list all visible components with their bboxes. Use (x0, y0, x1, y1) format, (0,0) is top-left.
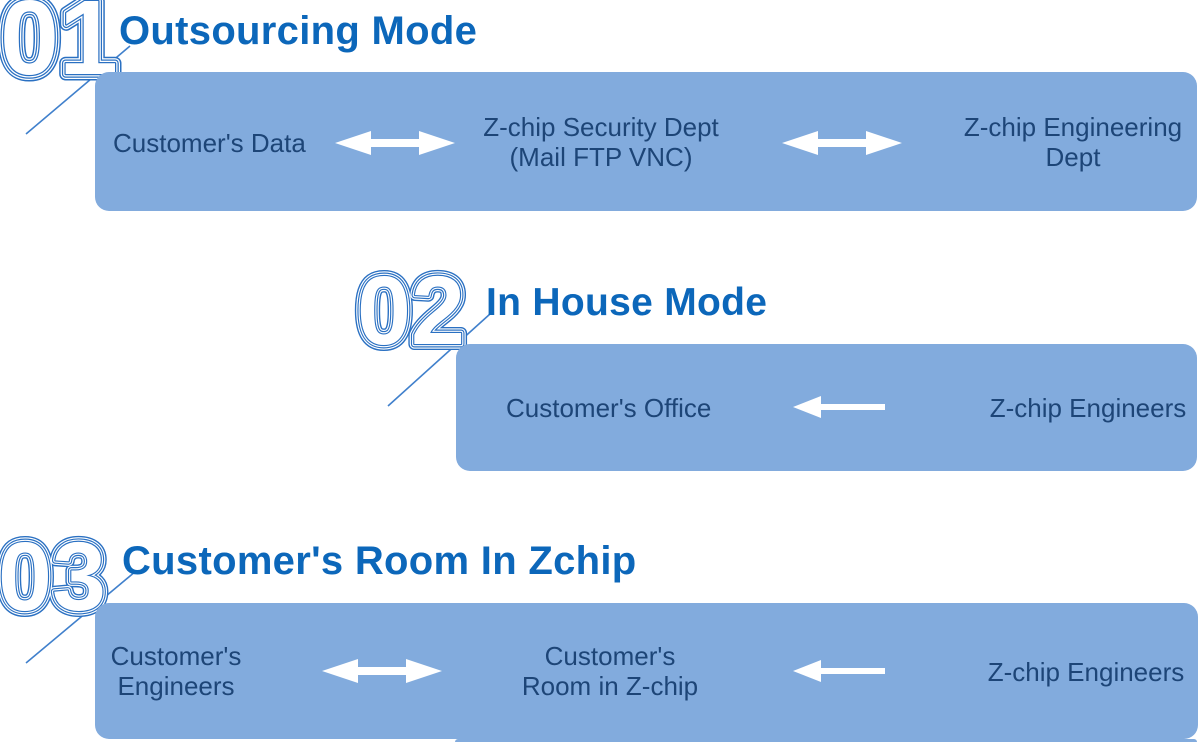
band-customers-room (95, 603, 1198, 739)
svg-text:03: 03 (0, 532, 106, 624)
section-03-striped-number: 03 03 03 03 03 03 (0, 532, 112, 624)
svg-text:03: 03 (0, 532, 106, 624)
node-customers-engineers: Customer's Engineers (110, 641, 242, 701)
left-arrow-icon (793, 396, 885, 418)
svg-text:03: 03 (0, 532, 106, 624)
connector-line-03 (25, 570, 137, 664)
section-02-title: In House Mode (486, 281, 768, 324)
partial-bottom-band (455, 739, 1197, 742)
left-arrow-icon (793, 660, 885, 682)
node-zchip-engineers: Z-chip Engineers (989, 393, 1187, 423)
node-zchip-engineers: Z-chip Engineers (987, 657, 1185, 687)
section-03-title: Customer's Room In Zchip (122, 539, 637, 583)
node-zchip-engineering-dept: Z-chip Engineering Dept (963, 112, 1183, 172)
double-arrow-icon (335, 131, 455, 155)
svg-text:03: 03 (0, 532, 106, 624)
connector-line-02 (387, 313, 491, 407)
svg-text:03: 03 (0, 532, 106, 624)
svg-text:02: 02 (357, 266, 465, 358)
section-01-title: Outsourcing Mode (119, 9, 478, 53)
svg-text:02: 02 (357, 266, 465, 358)
svg-text:02: 02 (357, 266, 465, 358)
connector-line-01 (25, 45, 131, 135)
node-customers-room-in-zchip: Customer's Room in Z-chip (521, 641, 699, 701)
double-arrow-icon (782, 131, 902, 155)
node-zchip-security-dept: Z-chip Security Dept (Mail FTP VNC) (483, 112, 719, 172)
svg-text:02: 02 (357, 266, 465, 358)
section-01-striped-number: 01 01 01 01 01 01 (0, 0, 124, 90)
section-02-striped-number: 02 02 02 02 02 02 (353, 266, 471, 358)
node-customers-data: Customer's Data (113, 128, 306, 158)
band-outsourcing (95, 72, 1197, 211)
double-arrow-icon (322, 659, 442, 683)
node-customers-office: Customer's Office (506, 393, 712, 423)
svg-text:02: 02 (357, 266, 465, 358)
svg-text:02: 02 (357, 266, 465, 358)
svg-text:03: 03 (0, 532, 106, 624)
